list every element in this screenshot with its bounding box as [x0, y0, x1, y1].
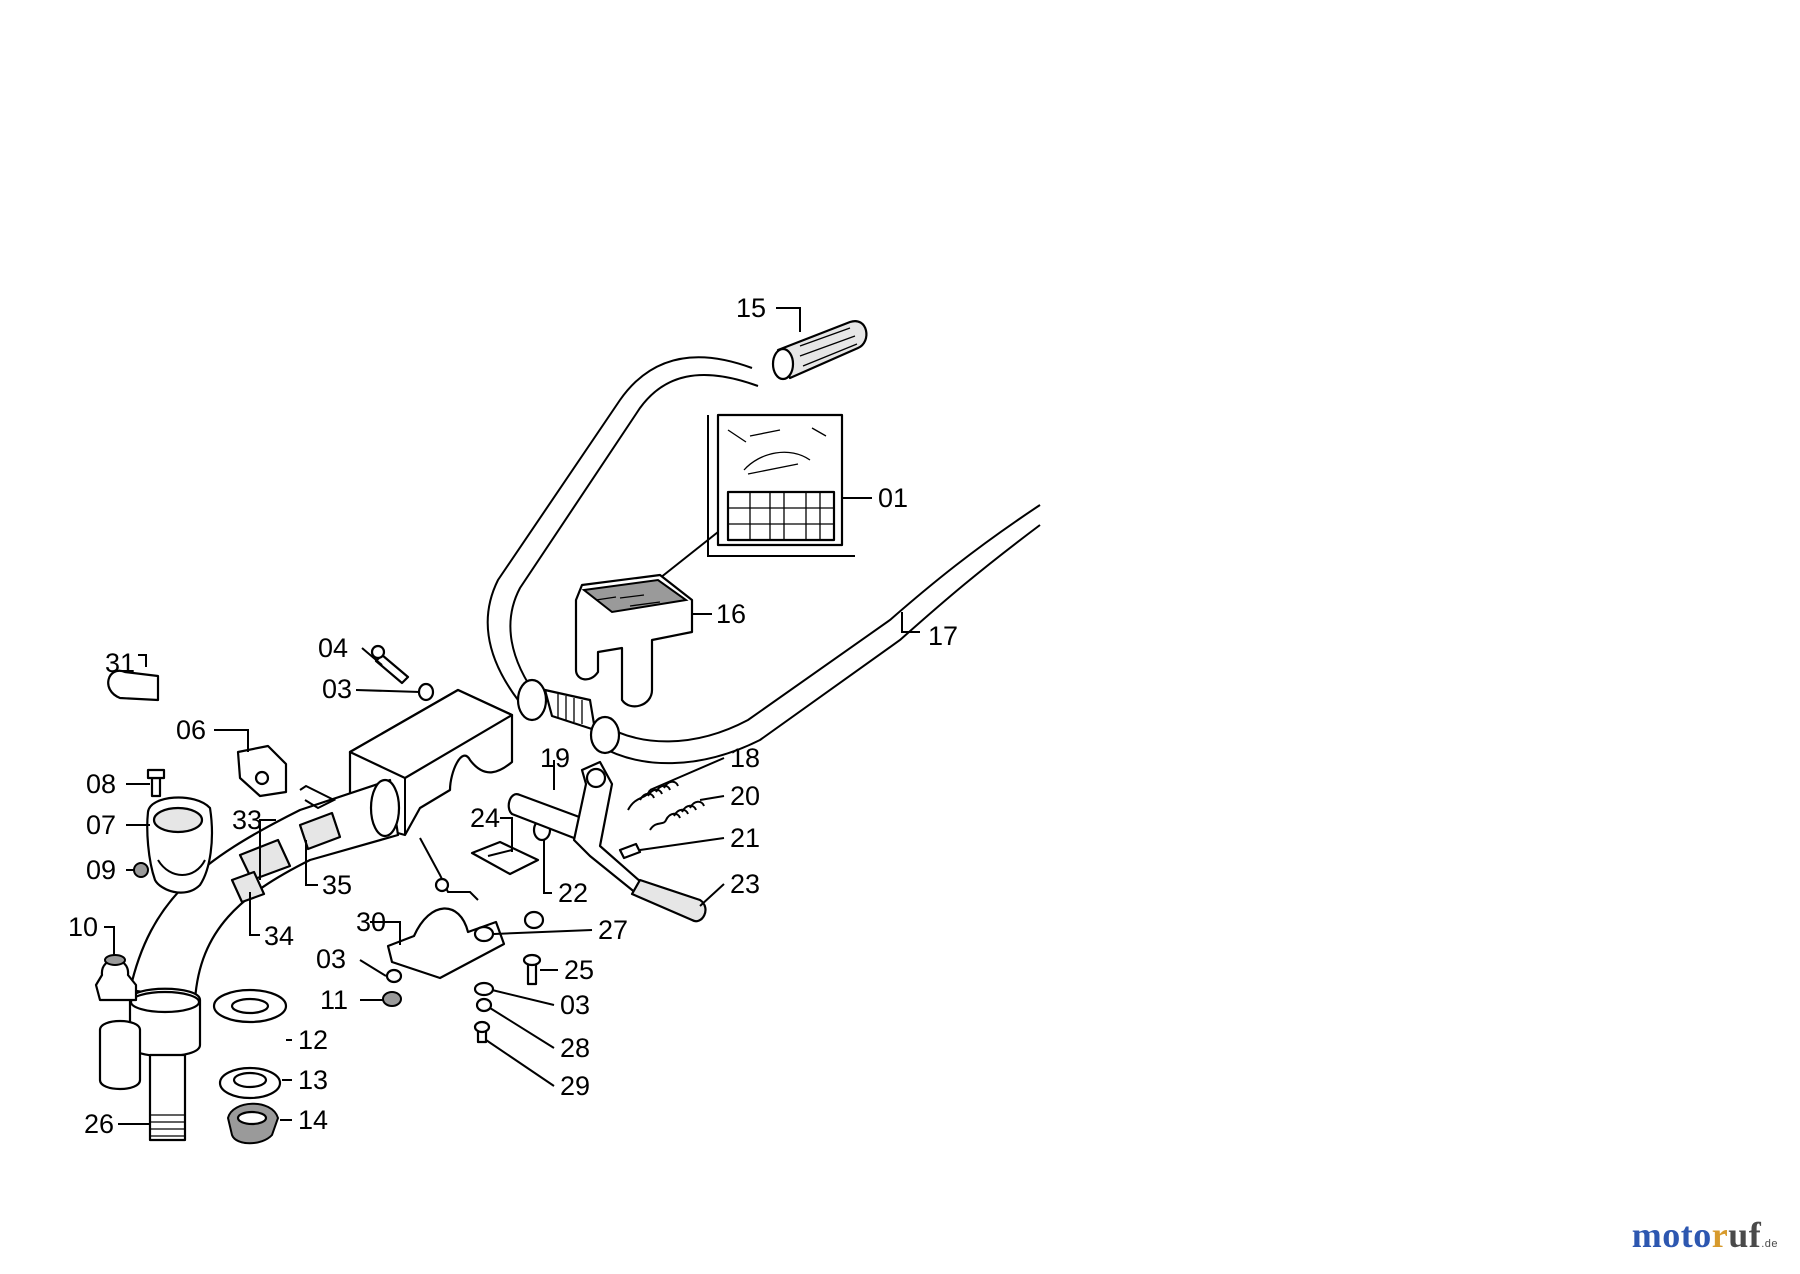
label-22: 22	[558, 878, 588, 908]
label-04: 04	[318, 633, 348, 663]
label-30: 30	[356, 907, 386, 937]
part-labels: 15 01 16 17 31 04 03 06 08 07 33 09 35 1…	[68, 293, 958, 1139]
label-03-top: 03	[322, 674, 352, 704]
brand-part-3: uf	[1728, 1215, 1762, 1255]
label-18: 18	[730, 743, 760, 773]
small-parts	[94, 644, 707, 1145]
label-27: 27	[598, 915, 628, 945]
control-box	[574, 573, 694, 708]
label-34: 34	[264, 921, 294, 951]
label-28: 28	[560, 1033, 590, 1063]
brand-tld: .de	[1761, 1238, 1778, 1250]
label-24: 24	[470, 803, 500, 833]
label-23: 23	[730, 869, 760, 899]
label-21: 21	[730, 823, 760, 853]
label-12: 12	[298, 1025, 328, 1055]
handlebar-clamp	[516, 678, 621, 755]
leader-lines	[104, 307, 920, 1125]
brand-part-2: r	[1711, 1215, 1729, 1255]
label-20: 20	[730, 781, 760, 811]
label-25: 25	[564, 955, 594, 985]
decal-sheet	[659, 413, 855, 579]
label-16: 16	[716, 599, 746, 629]
label-06: 06	[176, 715, 206, 745]
label-15: 15	[736, 293, 766, 323]
label-01: 01	[878, 483, 908, 513]
label-11: 11	[320, 985, 348, 1015]
label-14: 14	[298, 1105, 328, 1135]
label-31: 31	[105, 648, 135, 678]
main-tube	[98, 778, 401, 1142]
label-35: 35	[322, 870, 352, 900]
brand-watermark: motoruf.de	[1632, 1214, 1778, 1256]
label-03-left: 03	[316, 944, 346, 974]
label-13: 13	[298, 1065, 328, 1095]
lower-handlebar	[597, 504, 1041, 765]
label-09: 09	[86, 855, 116, 885]
label-33: 33	[232, 805, 262, 835]
handle-grip	[771, 320, 868, 381]
label-29: 29	[560, 1071, 590, 1101]
label-08: 08	[86, 769, 116, 799]
label-19: 19	[540, 743, 570, 773]
label-26: 26	[84, 1109, 114, 1139]
label-03-right: 03	[560, 990, 590, 1020]
label-17: 17	[928, 621, 958, 651]
upper-handlebar	[486, 356, 759, 701]
label-10: 10	[68, 912, 98, 942]
label-07: 07	[86, 810, 116, 840]
brand-part-1: moto	[1631, 1215, 1712, 1255]
